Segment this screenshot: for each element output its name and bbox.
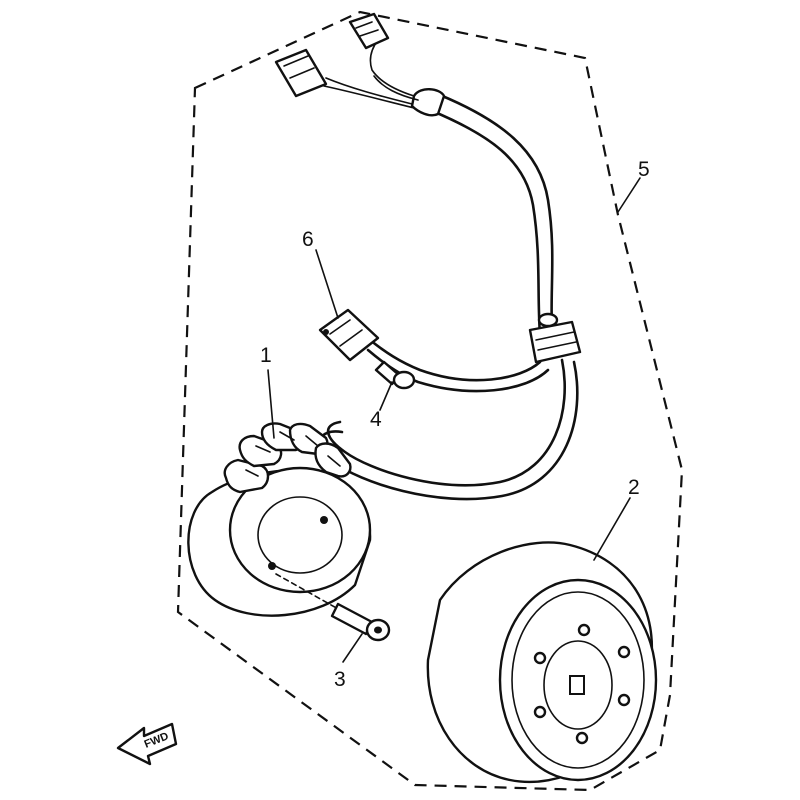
callout-6: 6 [302, 228, 314, 251]
leader-lines [267, 177, 641, 663]
pulser-coil [318, 308, 380, 362]
callout-2: 2 [628, 476, 640, 499]
cable-clamp [528, 312, 582, 364]
callout-4: 4 [370, 408, 382, 431]
stator [187, 422, 372, 617]
fwd-arrow: FWD [116, 722, 178, 766]
pickup-bolt [374, 360, 416, 390]
callout-5: 5 [638, 158, 650, 181]
assembly-boundary [176, 10, 684, 792]
flywheel [426, 541, 658, 784]
callout-3: 3 [334, 668, 346, 691]
wire-harness [274, 12, 582, 501]
callout-1: 1 [260, 344, 272, 367]
connector-middle [274, 48, 328, 98]
connector-top [348, 12, 390, 50]
stator-bolt [275, 573, 391, 642]
